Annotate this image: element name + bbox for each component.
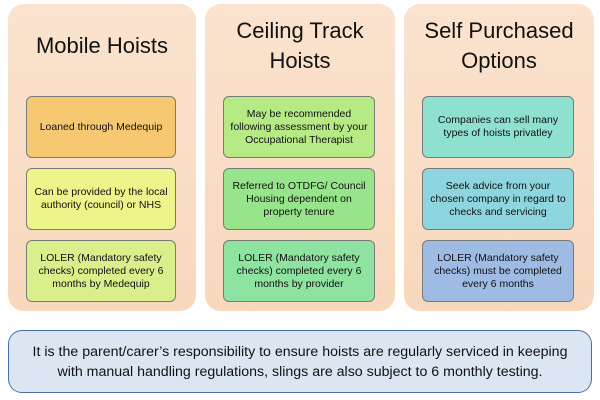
info-card: LOLER (Mandatory safety checks) complete…: [223, 240, 375, 302]
column-ceiling-track-hoists: Ceiling Track Hoists May be recommended …: [205, 4, 395, 311]
responsibility-note: It is the parent/carer’s responsibility …: [8, 330, 592, 393]
column-title: Ceiling Track Hoists: [236, 18, 364, 73]
column-mobile-hoists: Mobile Hoists Loaned through Medequip Ca…: [8, 4, 196, 311]
column-self-purchased-options: Self Purchased Options Companies can sel…: [404, 4, 594, 311]
column-title: Mobile Hoists: [35, 33, 169, 58]
column-title: Self Purchased Options: [424, 18, 574, 73]
info-card: LOLER (Mandatory safety checks) complete…: [26, 240, 176, 302]
info-card: Referred to OTDFG/ Council Housing depen…: [223, 168, 375, 230]
info-card: Loaned through Medequip: [26, 96, 176, 158]
info-card: Companies can sell many types of hoists …: [422, 96, 574, 158]
info-card: May be recommended following assessment …: [223, 96, 375, 158]
info-card: Can be provided by the local authority (…: [26, 168, 176, 230]
info-card: LOLER (Mandatory safety checks) must be …: [422, 240, 574, 302]
info-card: Seek advice from your chosen company in …: [422, 168, 574, 230]
